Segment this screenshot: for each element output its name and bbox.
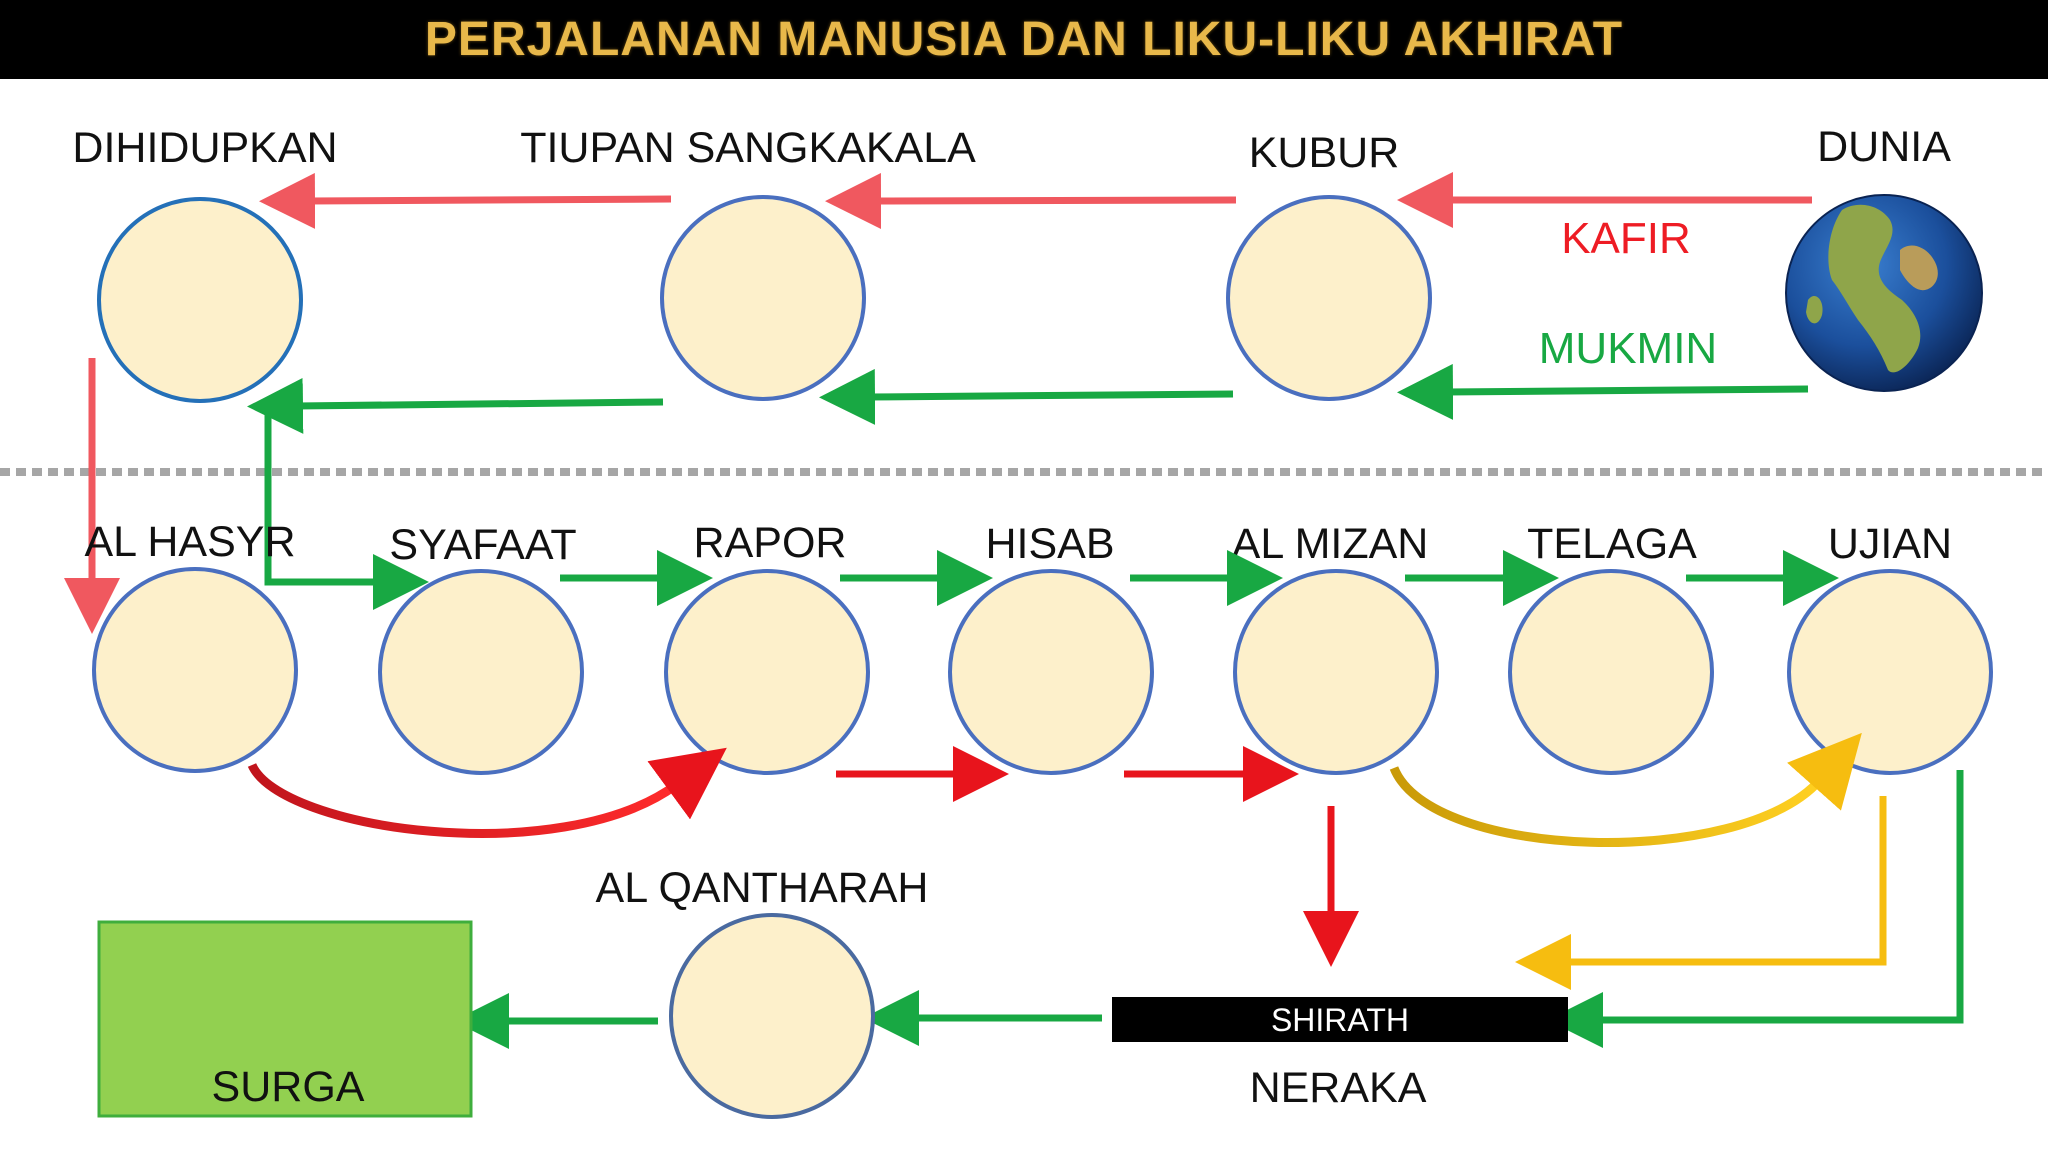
label-syafaat: SYAFAAT	[389, 521, 576, 569]
label-surga: SURGA	[212, 1063, 365, 1111]
label-al-hasyr: AL HASYR	[84, 518, 295, 566]
arrow-kafir-tiupan-to-dihidupkan	[259, 172, 672, 229]
label-dihidupkan: DIHIDUPKAN	[72, 124, 337, 172]
circle-dihidupkan	[97, 197, 303, 403]
arrow-gold-ujian-down	[1515, 796, 1887, 990]
label-kafir: KAFIR	[1561, 214, 1691, 263]
label-ujian: UJIAN	[1828, 520, 1952, 568]
label-hisab: HISAB	[985, 520, 1114, 568]
globe-icon	[1785, 194, 1983, 392]
arrow-green-ujian-to-shirath	[1547, 770, 1964, 1048]
label-al-mizan: AL MIZAN	[1232, 520, 1429, 568]
circle-rapor	[664, 569, 870, 775]
page-title: PERJALANAN MANUSIA DAN LIKU-LIKU AKHIRAT	[424, 13, 1624, 66]
arrow-mukmin-dunia-to-kubur	[1397, 363, 1809, 420]
circle-hisab	[948, 569, 1154, 775]
title-bar: PERJALANAN MANUSIA DAN LIKU-LIKU AKHIRAT	[0, 0, 2048, 79]
label-tiupan-sangkakala: TIUPAN SANGKAKALA	[520, 124, 976, 172]
label-shirath: SHIRATH	[1271, 1002, 1409, 1038]
arc-gold-mizan-to-ujian	[1389, 732, 1862, 847]
label-kubur: KUBUR	[1249, 129, 1400, 177]
circle-tiupan-sangkakala	[660, 195, 866, 401]
arrow-mukmin-kubur-to-tiupan	[819, 368, 1234, 425]
arrow-dihidupkan-down-green	[264, 408, 429, 610]
label-al-qantharah: AL QANTHARAH	[596, 864, 929, 912]
shirath-bar	[1112, 997, 1568, 1042]
circle-ujian	[1787, 569, 1993, 775]
surga-box	[97, 920, 473, 1118]
label-mukmin: MUKMIN	[1539, 324, 1717, 373]
label-rapor: RAPOR	[694, 519, 847, 567]
label-dunia: DUNIA	[1817, 123, 1951, 171]
circle-kubur	[1226, 195, 1432, 401]
circle-al-mizan	[1233, 569, 1439, 775]
circle-syafaat	[378, 569, 584, 775]
circle-al-hasyr	[92, 567, 298, 773]
label-telaga: TELAGA	[1527, 520, 1697, 568]
arrow-mukmin-tiupan-to-dihidupkan	[247, 377, 664, 434]
label-neraka: NERAKA	[1250, 1064, 1427, 1112]
arc-red-alhasyr-to-rapor	[247, 747, 727, 838]
circle-telaga	[1508, 569, 1714, 775]
circle-al-qantharah	[669, 913, 875, 1119]
arrow-kafir-kubur-to-tiupan	[825, 172, 1237, 229]
